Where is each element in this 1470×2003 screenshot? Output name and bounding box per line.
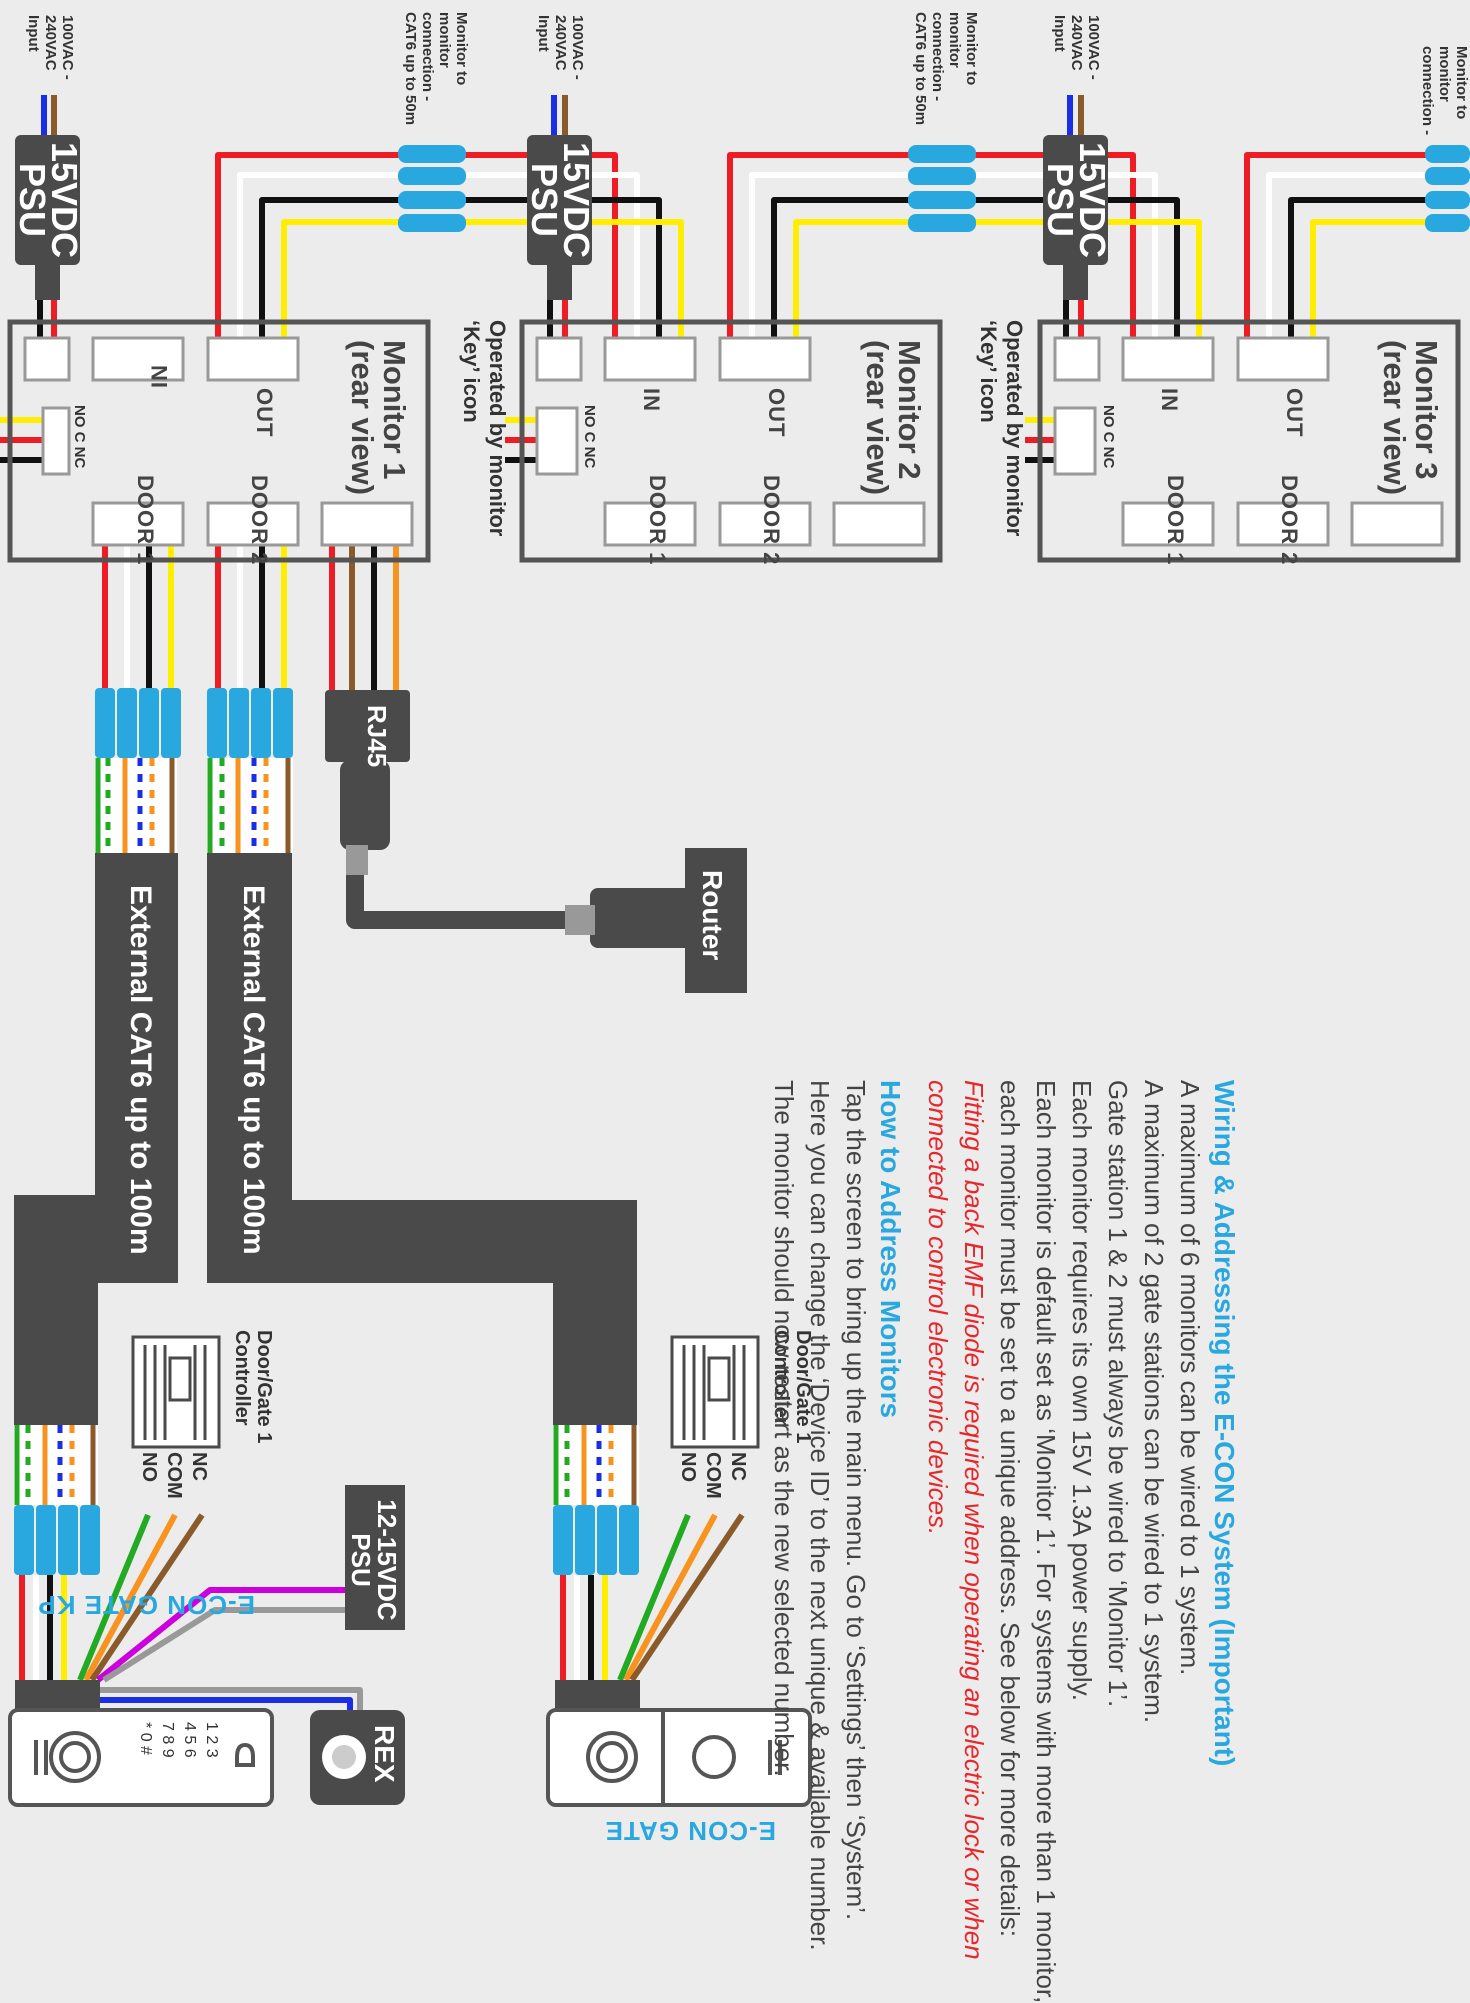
monitor-1-title: Monitor 1(rear view) [345, 340, 412, 496]
warning-line: connected to control electronic devices. [923, 1080, 953, 1536]
monitor-2-title: Monitor 2(rear view) [860, 340, 927, 496]
warning-line: Fitting a back EMF diode is required whe… [959, 1080, 989, 1960]
address-line: Here you can change the ‘Device ID’ to t… [805, 1080, 835, 1951]
controller-1-com: COM [163, 1452, 185, 1499]
operated-label-1: Operated by monitor‘Key’ icon [459, 320, 510, 537]
monitor-1-door1-label: DOOR 1 [133, 475, 158, 566]
monitor-1-door2-label: DOOR 2 [247, 475, 272, 566]
controller-2-no: NO [677, 1452, 699, 1482]
monitor-1-in-label: IN [147, 364, 172, 388]
address-line: Tap the screen to bring up the main menu… [841, 1080, 871, 1921]
monitor-1-relay-label: NO C NC [71, 405, 88, 469]
monitor-3-relay-label: NO C NC [1100, 405, 1117, 469]
instructions: Wiring & Addressing the E-CON System (Im… [766, 1080, 1240, 2003]
station-kp-title: E-CON GATE KP [37, 1590, 255, 1620]
rj45-label: RJ45 [362, 705, 392, 768]
keypad: 1 2 3 4 5 6 7 8 9 * 0 # [137, 1722, 220, 1758]
instruction-line: Each monitor is default set as ‘Monitor … [1031, 1080, 1061, 2003]
controller-2-com: COM [702, 1452, 724, 1499]
instruction-line: each monitor must be set to a unique add… [995, 1080, 1025, 1938]
monitor-3-title: Monitor 3(rear view) [1377, 340, 1444, 496]
monitor-3-door1-label: DOOR 1 [1163, 475, 1188, 566]
rex-label: REX [369, 1725, 400, 1783]
instruction-line: A maximum of 6 monitors can be wired to … [1175, 1080, 1205, 1676]
address-heading: How to Address Monitors [875, 1080, 906, 1419]
monitor-3-in-label: IN [1157, 388, 1182, 412]
address-line: The monitor should now restart as the ne… [769, 1080, 799, 1777]
monitor-2-out-label: OUT [764, 388, 789, 438]
instruction-line: Gate station 1 & 2 must always be wired … [1103, 1080, 1133, 1708]
operated-label-2: Operated by monitor‘Key’ icon [976, 320, 1027, 537]
instructions-heading: Wiring & Addressing the E-CON System (Im… [1209, 1080, 1240, 1767]
monitor-2-door1-label: DOOR 1 [645, 475, 670, 566]
cable-2-label: External CAT6 up to 100m [237, 885, 270, 1255]
instruction-line: Each monitor requires its own 15V 1.3A p… [1067, 1080, 1097, 1701]
monitor-2-in-label: IN [639, 388, 664, 412]
cable-1-label: External CAT6 up to 100m [124, 885, 157, 1255]
controller-1-nc: NC [188, 1452, 210, 1481]
router-label: Router [697, 870, 728, 961]
monitor-2-door2-label: DOOR 2 [759, 475, 784, 566]
monitor-2-relay-label: NO C NC [581, 405, 598, 469]
monitor-3-out-label: OUT [1282, 388, 1307, 438]
controller-2-nc: NC [727, 1452, 749, 1481]
monitor-3-door2-label: DOOR 2 [1277, 475, 1302, 566]
station-gate-title: E-CON GATE [604, 1816, 776, 1846]
instruction-line: A maximum of 2 gate stations can be wire… [1139, 1080, 1169, 1724]
monitor-1-out-label: OUT [252, 388, 277, 438]
wiring-diagram [0, 95, 1470, 1807]
controller-1-no: NO [138, 1452, 160, 1482]
